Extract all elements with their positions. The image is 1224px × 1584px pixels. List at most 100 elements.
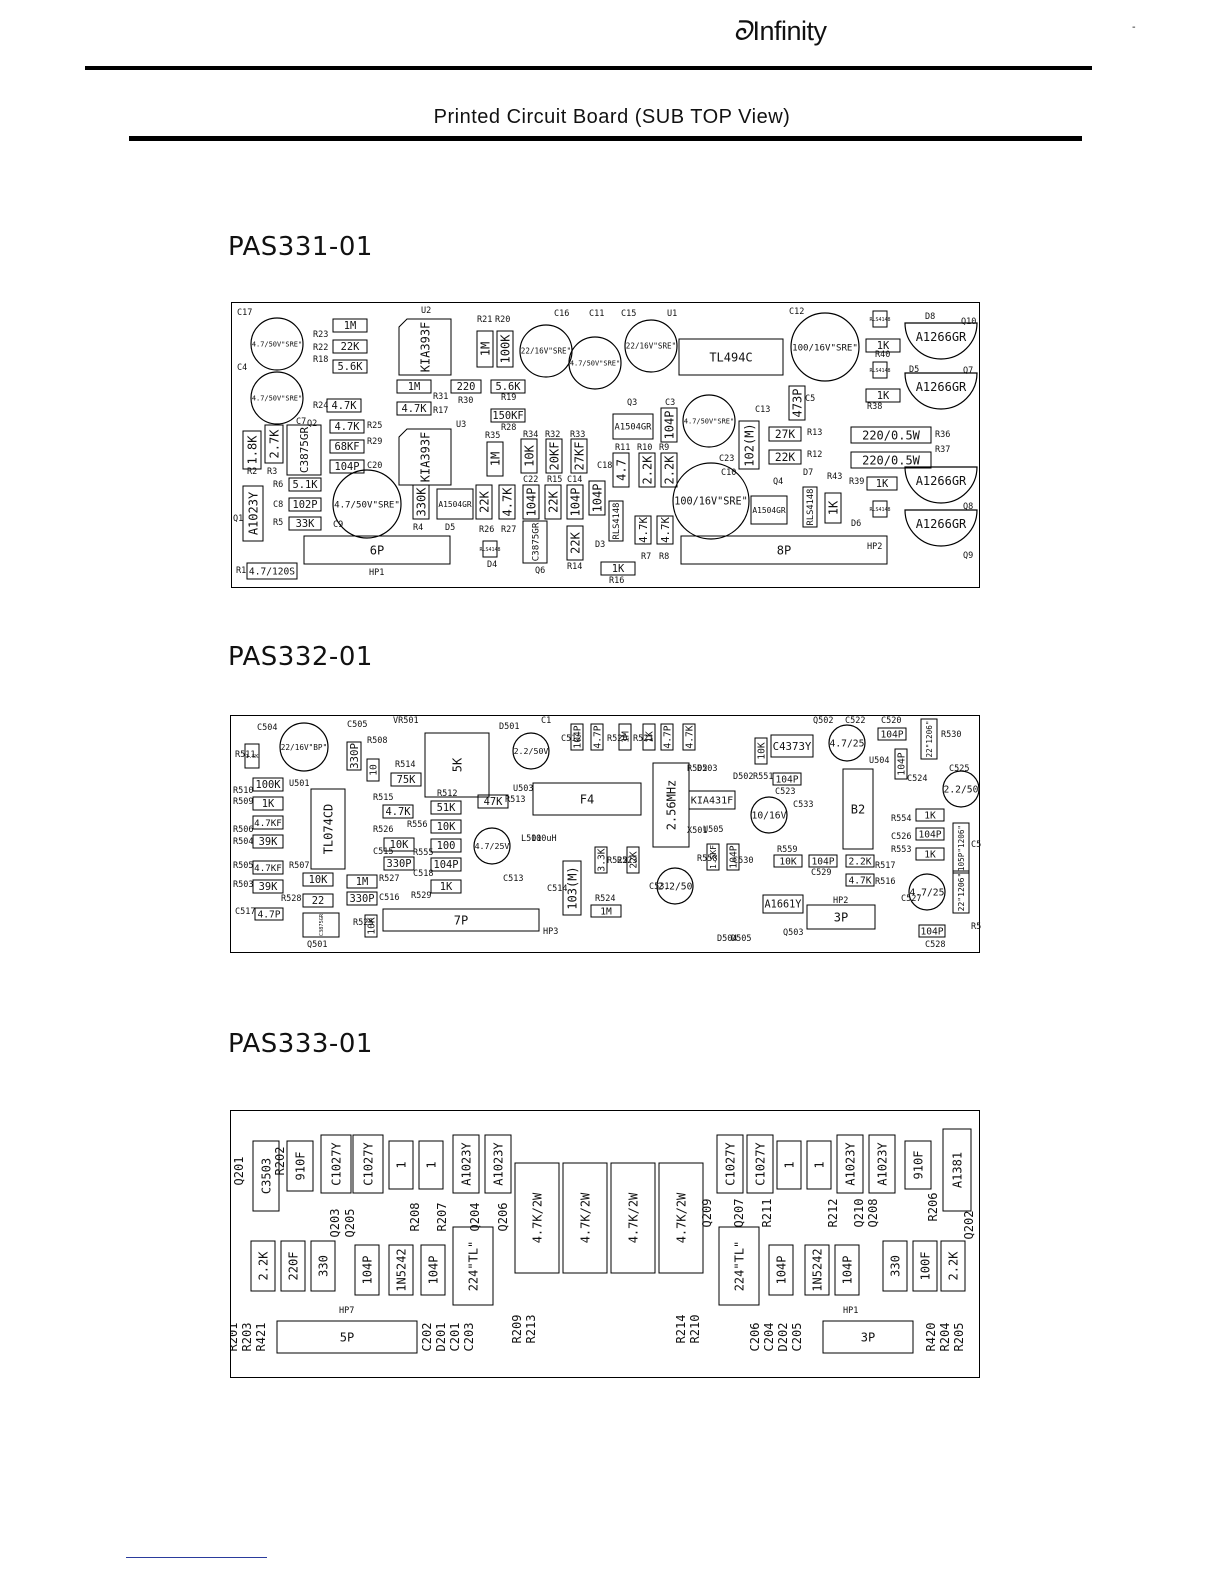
component-outline-vertical: 10 (366, 758, 380, 782)
component-value: 22 (312, 895, 325, 907)
component-outline-vertical: A1023Y (484, 1134, 512, 1194)
component-outline-vertical: RLS4148 (802, 486, 818, 528)
component-value: 22K (546, 490, 560, 512)
reference-designator: C505 (347, 720, 367, 730)
reference-designator: C3 (665, 398, 675, 408)
component-outline: 4.7K (326, 398, 362, 413)
component-value: 105P"1206" (957, 825, 966, 871)
reference-designator: L501 (521, 834, 541, 844)
reference-designator: R19 (501, 393, 516, 403)
component-outline-vertical: 1 (776, 1140, 802, 1190)
component-outline: 104P (329, 459, 365, 474)
reference-designator: R23 (313, 330, 328, 340)
reference-designator: R8 (659, 552, 669, 562)
component-outline-vertical: 104P (420, 1244, 446, 1296)
electrolytic-capacitor: 4.7/50V"SRE" (682, 394, 736, 448)
component-outline-vertical: 22K (626, 846, 640, 874)
component-value: 330K (414, 487, 428, 517)
component-outline-vertical: 104P (768, 1244, 794, 1296)
reference-designator: R30 (458, 396, 473, 406)
component-value: 220/0.5W (862, 428, 921, 442)
reference-designator: C23 (719, 454, 734, 464)
component-outline-vertical: 5K (424, 732, 490, 798)
component-value: A1504GR (615, 423, 653, 433)
component-value: 2.2K (848, 856, 871, 867)
reference-designator: R16 (609, 576, 624, 586)
component-outline-vertical: 27KF (570, 438, 588, 474)
component-value: 1K (924, 810, 936, 821)
component-value: 10K (522, 444, 536, 466)
component-value: 1M (478, 342, 492, 356)
reference-designator: C512 (561, 734, 581, 744)
component-value: 104P (360, 1256, 374, 1285)
component-value: A1023Y (459, 1142, 473, 1186)
reference-designator: D8 (925, 312, 935, 322)
reference-designator: 100uH (531, 834, 557, 844)
component-outline: 5.6K (332, 359, 368, 374)
reference-designator: D503 (697, 764, 717, 774)
component-value: B2 (851, 802, 865, 816)
corner-mark: - (1132, 22, 1136, 33)
reference-designator: U504 (869, 756, 889, 766)
component-outline-vertical: 10K (520, 438, 538, 474)
component-value: 27K (775, 428, 795, 441)
reference-designator: R201 (231, 1323, 240, 1352)
reference-designator: R555 (413, 848, 433, 858)
component-value: 224"TL" (732, 1241, 746, 1292)
transistor-part-number: A1266GR (916, 330, 967, 344)
reference-designator: C523 (775, 787, 795, 797)
component-value: 910F (911, 1151, 925, 1180)
reference-designator: U1 (667, 309, 677, 319)
component-value: 1M (620, 731, 631, 743)
reference-designator: HP1 (843, 1306, 858, 1316)
reference-designator: R514 (395, 760, 415, 770)
component-value: 1N5242 (810, 1248, 824, 1291)
reference-designator: R556 (407, 820, 427, 830)
component-value: 4.7K (500, 487, 514, 517)
reference-designator: C528 (925, 940, 945, 950)
component-outline: B2 (842, 768, 874, 850)
component-value: 1K (877, 390, 890, 402)
capacitor-value: 4.7/25 (910, 887, 945, 898)
reference-designator: R207 (435, 1203, 449, 1232)
component-outline-vertical: 2.2K (250, 1240, 276, 1292)
component-outline: 104P (877, 727, 907, 741)
component-value: 1M (356, 876, 369, 888)
reference-designator: C526 (891, 832, 911, 842)
component-outline: 10K (302, 872, 334, 887)
component-value: 4.7K/2W (530, 1192, 544, 1243)
reference-designator: D5 (445, 523, 455, 533)
component-value: 5.1K (292, 479, 318, 491)
component-outline: 1K (915, 847, 945, 861)
component-outline-vertical: 104P (894, 748, 908, 780)
reference-designator: R15 (547, 475, 562, 485)
component-value: 104P (880, 729, 903, 740)
reference-designator: C517 (235, 907, 255, 917)
component-outline: 1K (865, 388, 901, 403)
component-value: 4.7P (592, 725, 603, 748)
component-value: 4.7K/2W (674, 1192, 688, 1243)
reference-designator: C11 (589, 309, 604, 319)
component-outline-vertical: 10K (754, 737, 768, 765)
component-value: 4.7 (614, 459, 628, 481)
component-outline-vertical: 100K (496, 330, 514, 368)
component-outline: 220 (450, 379, 482, 394)
component-outline-vertical: A1023Y (452, 1134, 480, 1194)
reference-designator: R507 (289, 861, 309, 871)
electrolytic-capacitor: 2.2/50 (942, 770, 980, 808)
component-value: 104P (896, 752, 907, 775)
component-outline-vertical: 220F (280, 1240, 306, 1292)
reference-designator: R528 (281, 894, 301, 904)
component-outline-vertical: 104P (726, 843, 740, 871)
reference-designator: Q9 (963, 551, 973, 561)
component-outline-vertical: 910F (904, 1140, 932, 1190)
reference-designator: R551 (753, 772, 773, 782)
component-outline-vertical: 104P (522, 484, 540, 520)
component-value: 104P (774, 1256, 788, 1285)
component-outline: 39K (252, 879, 284, 894)
reference-designator: Q210 (852, 1199, 866, 1228)
component-outline-vertical: 2.56MHz (652, 762, 690, 848)
component-outline: 1M (590, 904, 622, 918)
